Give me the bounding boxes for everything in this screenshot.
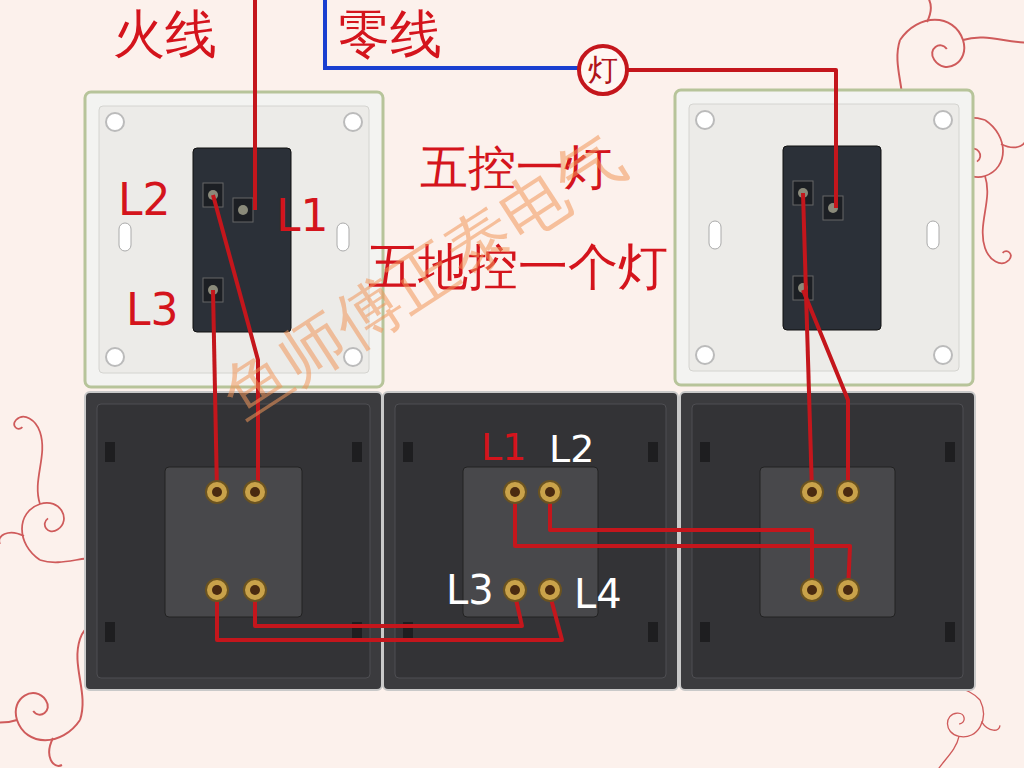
plate-inner [97,404,370,678]
mount-slot [403,442,413,462]
flourish-stroke [963,11,1024,43]
live-wire [253,0,257,210]
terminal-screw [807,487,817,497]
flourish-stroke [22,503,64,560]
neutral-wire [325,0,580,68]
flourish-stroke [0,533,24,544]
terminal-screw [250,585,260,595]
terminal [837,579,859,601]
terminal [244,481,266,503]
terminal [837,481,859,503]
terminal [823,196,843,220]
lamp-label: 灯 [588,55,618,85]
live-wire [213,195,258,492]
terminal-screw [238,205,248,215]
mount-slot [700,442,710,462]
mount-slot [352,442,362,462]
terminal-screw [843,487,853,497]
mount-slot [927,221,939,249]
flourish-stroke [980,716,1000,733]
terminal-label: L3 [126,288,179,332]
terminal [244,579,266,601]
mount-slot [945,622,955,642]
switch-plate-dark [680,392,975,690]
screw-hole [934,111,952,129]
mount-slot [648,622,658,642]
flourish-stroke [943,691,992,744]
flourish-stroke [925,736,976,768]
terminal-label: L4 [574,574,622,614]
switch-module [165,467,302,617]
terminal-label: L1 [276,194,329,238]
wire-name: 零线 [338,8,442,60]
mount-slot [119,223,131,251]
mount-slot [709,221,721,249]
terminal-label: L2 [549,430,594,468]
terminal [539,481,561,503]
flourish-stroke [900,20,964,67]
plate-inner [689,104,959,371]
flourish-stroke [0,717,17,749]
mount-slot [337,223,349,251]
terminal [504,481,526,503]
terminal-screw [843,585,853,595]
mount-slot [105,442,115,462]
terminal-screw [510,585,520,595]
lamp-circle: 灯 [577,44,629,96]
terminal [793,276,813,300]
terminal [801,579,823,601]
flourish-stroke [1001,136,1024,147]
live-wire [803,290,848,492]
screw-hole [696,111,714,129]
mount-slot [700,622,710,642]
flourish-stroke [983,176,1011,263]
live-wire [213,290,217,492]
terminal-screw [250,487,260,497]
mount-slot [105,622,115,642]
terminal [504,579,526,601]
terminal [206,579,228,601]
terminal [206,481,228,503]
plate [85,392,382,690]
terminal-screw [212,487,222,497]
plate-inner [692,404,963,678]
terminal-label: L1 [481,428,526,466]
terminal [801,481,823,503]
plate [680,392,975,690]
mount-slot [648,442,658,462]
switch-module [760,467,895,617]
switch-plate-dark [383,392,678,690]
terminal-screw [545,487,555,497]
plate [383,392,678,690]
terminal [539,579,561,601]
flourish-stroke [49,738,62,766]
screw-hole [934,346,952,364]
live-wire [515,492,850,590]
live-wire [628,70,836,208]
wire-name: 火线 [113,8,217,60]
switch-module [783,146,881,330]
terminal-screw [212,585,222,595]
terminal-screw [807,585,817,595]
plate-inner [395,404,666,678]
flourish-stroke [16,693,80,740]
flourish-stroke [918,0,931,22]
screw-hole [106,348,124,366]
screw-hole [106,113,124,131]
terminal-label: L2 [118,178,171,222]
live-wire [803,193,812,492]
switch-plate-dark [85,392,382,690]
terminal-screw [510,487,520,497]
screw-hole [344,113,362,131]
terminal [233,198,253,222]
flourish-stroke [14,417,42,504]
mount-slot [945,442,955,462]
terminal-screw [545,585,555,595]
screw-hole [696,346,714,364]
terminal-label: L3 [446,570,494,610]
